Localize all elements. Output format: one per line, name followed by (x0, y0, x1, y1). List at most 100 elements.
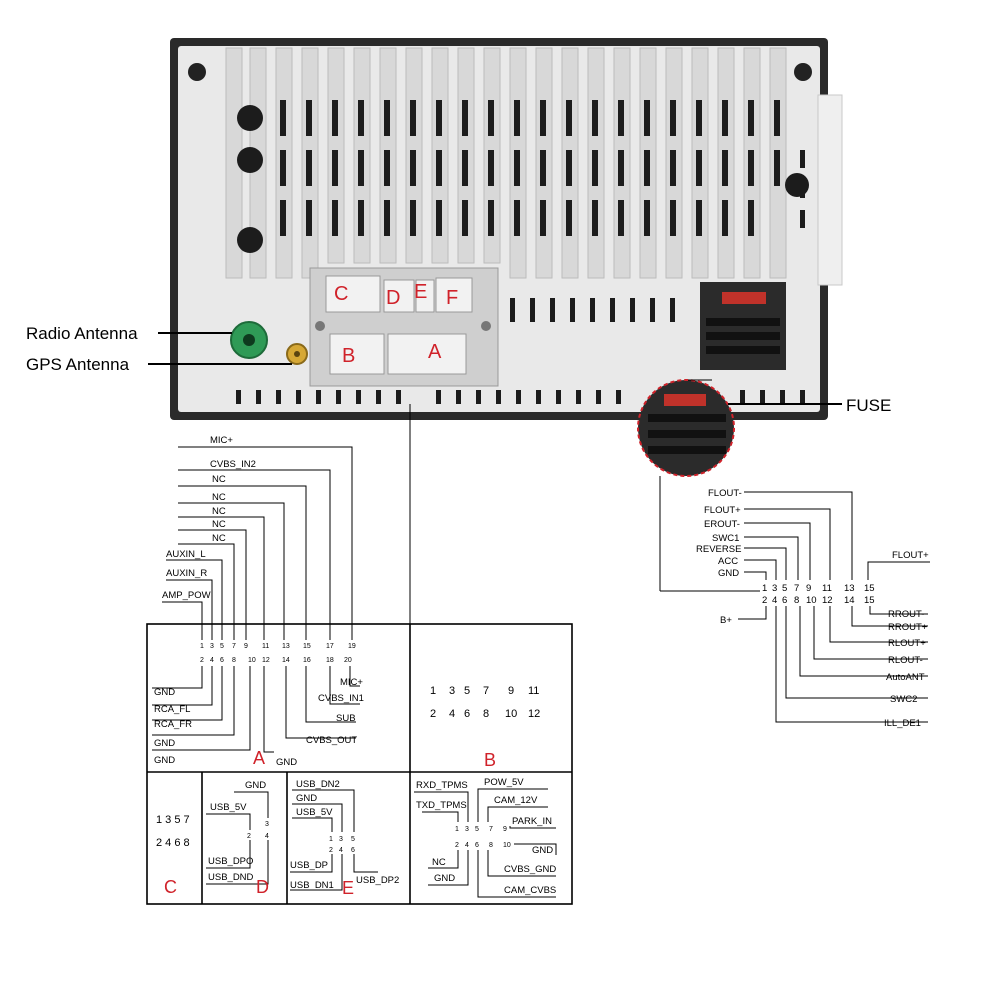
bottom-vents (236, 298, 805, 404)
callout-fuse: FUSE (728, 396, 891, 415)
pin-number: 1 (200, 643, 204, 650)
power-label: ACC (718, 556, 738, 567)
radio-antenna-label: Radio Antenna (26, 324, 138, 343)
connector-a-label: AUXIN_R (166, 568, 207, 579)
pin-number: 6 (351, 847, 355, 854)
connector-b-label: GND (532, 845, 553, 856)
power-label: RROUT+ (888, 622, 928, 633)
pin-number: 17 (326, 643, 334, 650)
unit-connector-letter: A (428, 341, 442, 363)
connector-a-label: NC (212, 474, 226, 485)
power-label: FLOUT+ (892, 550, 929, 561)
pin-number: 7 (483, 685, 489, 697)
connector-c-pins-row1: 1 3 5 7 (156, 814, 190, 826)
pin-number: 10 (505, 708, 517, 720)
pin-number: 4 (210, 657, 214, 664)
pin-number: 5 (351, 836, 355, 843)
connector-a-label: CVBS_OUT (306, 735, 357, 746)
connector-a-label: RCA_FL (154, 704, 190, 715)
unit-connector-letter: C (334, 283, 348, 305)
connector-b-label: RXD_TPMS (416, 780, 468, 791)
connector-c-diagram: 1 3 5 7 2 4 6 8 C (156, 814, 190, 897)
connector-a-label: GND (154, 738, 175, 749)
power-label: SWC2 (890, 694, 917, 705)
connector-d-letter: D (256, 877, 269, 897)
connector-b-pin-grid: 1 3 5 7 9 11 2 4 6 8 10 12 B (430, 685, 540, 770)
connector-e-label: GND (296, 793, 317, 804)
pin-number: 19 (348, 643, 356, 650)
connector-a-label: GND (154, 755, 175, 766)
power-label: RLOUT- (888, 655, 923, 666)
connector-a-label: GND (154, 687, 175, 698)
pin-number: 15 (303, 643, 311, 650)
pin-number: 9 (244, 643, 248, 650)
pin-number: 15 (864, 583, 875, 594)
connector-b-label: TXD_TPMS (416, 800, 467, 811)
pin-number: 15 (864, 595, 875, 606)
pin-number: 11 (262, 643, 269, 650)
connector-b-detail: RXD_TPMS TXD_TPMS NC GND POW_5V CAM_12V … (414, 777, 557, 898)
power-left-labels: FLOUT- FLOUT+ EROUT- SWC1 REVERSE ACC GN… (696, 488, 742, 626)
power-label: FLOUT- (708, 488, 742, 499)
pin-number: 18 (326, 657, 334, 664)
connector-a-bottom-labels: GND RCA_FL RCA_FR GND GND MIC+ CVBS_IN1 … (154, 677, 364, 768)
pin-number: 3 (339, 836, 343, 843)
callout-radio-antenna: Radio Antenna (26, 324, 232, 343)
power-label: REVERSE (696, 544, 741, 555)
pin-number: 1 (455, 826, 459, 833)
pin-number: 5 (220, 643, 224, 650)
pin-number: 3 (449, 685, 455, 697)
connector-a-top-labels: MIC+ CVBS_IN2 NC NC NC NC NC AUXIN_L AUX… (162, 435, 256, 601)
connector-d-diagram: GND USB_5V USB_DPO USB_DND 3 2 4 D (206, 780, 269, 897)
connector-a-label: SUB (336, 713, 356, 724)
pin-number: 2 (430, 708, 436, 720)
connector-d-label: USB_DPO (208, 856, 253, 867)
pin-number: 5 (782, 583, 787, 594)
pin-number: 11 (528, 685, 539, 697)
pin-number: 10 (806, 595, 817, 606)
power-label: B+ (720, 615, 732, 626)
pin-number: 5 (475, 826, 479, 833)
fuse-label: FUSE (846, 396, 891, 415)
pin-number: 3 (772, 583, 777, 594)
pin-number: 1 (762, 583, 767, 594)
pin-number: 8 (483, 708, 489, 720)
connector-a-label: MIC+ (210, 435, 233, 446)
pin-number: 9 (503, 826, 507, 833)
pin-number: 6 (475, 842, 479, 849)
connector-a-label: RCA_FR (154, 719, 192, 730)
connector-frames (146, 623, 573, 905)
pin-number: 13 (844, 583, 855, 594)
unit-connector-letters: C D E F B A (334, 281, 458, 367)
unit-connector-letter: D (386, 287, 400, 309)
power-label: RROUT- (888, 609, 924, 620)
connector-e-label: USB_5V (296, 807, 333, 818)
connector-d-label: USB_DND (208, 872, 254, 883)
pin-number: 1 (329, 836, 333, 843)
pin-number: 1 (430, 685, 436, 697)
vent-slots (280, 100, 805, 236)
pin-number: 12 (822, 595, 833, 606)
connector-e-diagram: USB_DN2 GND USB_5V USB_DP USB_DN1 USB_DP… (290, 779, 399, 898)
power-even-pins: 2 4 6 8 10 12 14 15 (762, 595, 875, 606)
connector-a-odd-pins: 1 3 5 7 9 11 13 15 17 19 (200, 643, 356, 650)
pin-number: 14 (844, 595, 855, 606)
power-label: AutoANT (886, 672, 925, 683)
power-label: SWC1 (712, 533, 739, 544)
pin-number: 4 (339, 847, 343, 854)
unit-connector-letter: E (414, 281, 427, 303)
power-connector-diagram: FLOUT- FLOUT+ EROUT- SWC1 REVERSE ACC GN… (696, 488, 930, 729)
pin-number: 7 (489, 826, 493, 833)
pin-number: 3 (465, 826, 469, 833)
pin-number: 14 (282, 657, 290, 664)
pin-number: 7 (232, 643, 236, 650)
connector-b-label: CAM_12V (494, 795, 538, 806)
pin-number: 12 (528, 708, 540, 720)
pin-number: 6 (464, 708, 470, 720)
pin-number: 3 (265, 821, 269, 828)
power-label: FLOUT+ (704, 505, 741, 516)
pin-number: 4 (449, 708, 455, 720)
connector-a-label: NC (212, 506, 226, 517)
connector-b-label: NC (432, 857, 446, 868)
